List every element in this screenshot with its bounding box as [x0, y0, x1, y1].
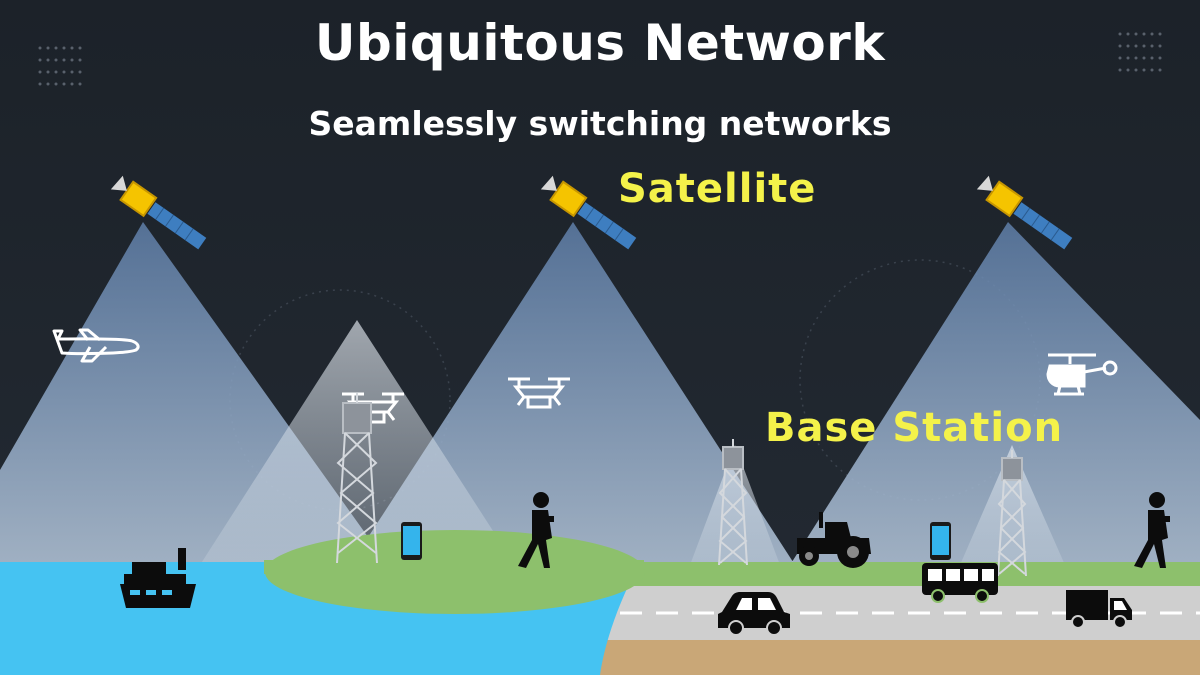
pedestrian-icon — [518, 492, 554, 568]
bus-icon — [922, 563, 998, 603]
satellite-label: Satellite — [618, 166, 817, 212]
decor-dots-left — [38, 46, 82, 86]
tractor-icon — [797, 512, 871, 568]
land — [600, 562, 1200, 586]
satellite-icon — [540, 175, 637, 250]
drone-icon — [508, 377, 570, 409]
ship-icon — [120, 548, 196, 608]
cell-tower-icon — [336, 393, 378, 564]
base-station-label: Base Station — [765, 405, 1064, 451]
satellite-icon — [110, 175, 207, 250]
pedestrian-icon — [1134, 492, 1170, 568]
satellite-beam — [350, 222, 795, 565]
base-station-beam — [200, 320, 515, 565]
cell-tower-icon — [718, 439, 748, 566]
base-station-beam — [960, 445, 1065, 565]
airplane-icon — [52, 328, 140, 363]
car-icon — [718, 592, 790, 636]
decor-dots-right — [1118, 32, 1162, 72]
decor-ring — [229, 289, 451, 511]
page-subtitle: Seamlessly switching networks — [308, 104, 892, 143]
satellite-beam — [790, 222, 1200, 565]
page-title: Ubiquitous Network — [314, 14, 886, 72]
smartphone-icon — [401, 522, 422, 560]
soil — [600, 640, 1200, 675]
helicopter-icon — [1046, 353, 1118, 396]
satellite-icon — [976, 175, 1073, 250]
cell-tower-icon — [997, 450, 1027, 577]
truck-icon — [1066, 590, 1132, 629]
smartphone-icon — [930, 522, 951, 560]
